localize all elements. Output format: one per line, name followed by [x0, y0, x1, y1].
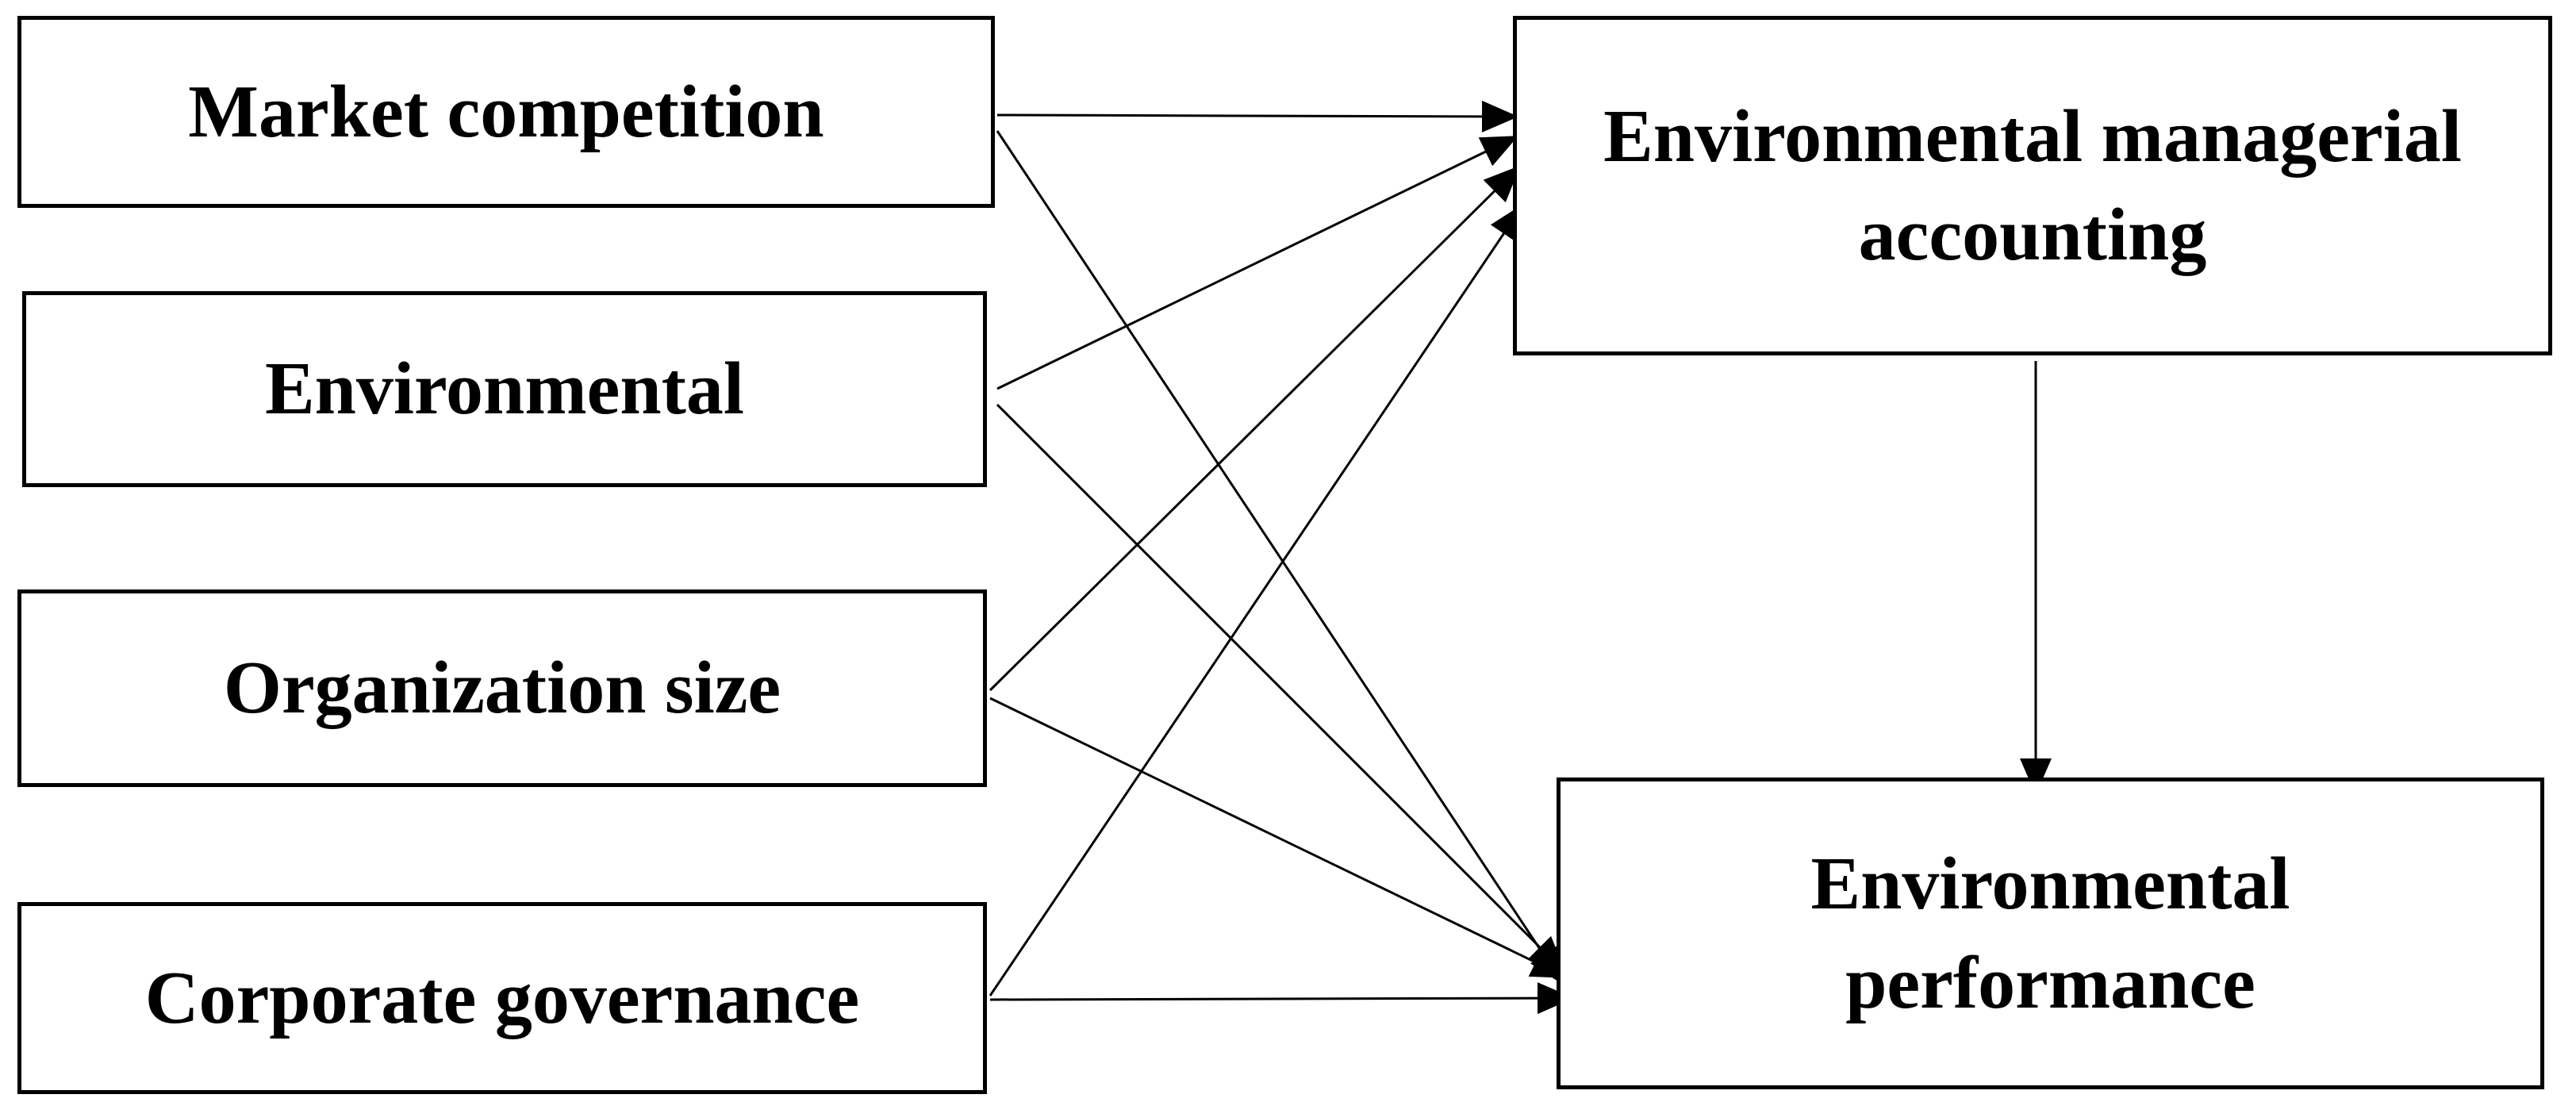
edge-org-to-ema — [989, 165, 1521, 692]
edge-env-to-ep — [996, 403, 1566, 973]
edge-corp-to-ep — [989, 982, 1574, 1015]
node-label: Organization size — [223, 647, 781, 730]
node-label-line-2: accounting — [1858, 194, 2207, 276]
edge-market-to-ep — [996, 130, 1564, 985]
node-label-line-2: performance — [1845, 941, 2255, 1024]
node-organization-size: Organization size — [17, 589, 987, 787]
node-environmental-managerial-accounting: Environmental managerial accounting — [1513, 16, 2552, 355]
node-label: Corporate governance — [144, 956, 860, 1039]
node-label: Market competition — [188, 70, 824, 153]
edge-corp-to-ema — [989, 203, 1525, 996]
edge-market-to-ema — [996, 100, 1518, 132]
node-market-competition: Market competition — [17, 16, 995, 208]
node-environmental-performance: Environmental performance — [1557, 778, 2544, 1089]
node-environmental: Environmental — [22, 291, 987, 487]
edge-env-to-ema — [996, 135, 1518, 390]
node-label: Environmental — [264, 347, 745, 431]
node-corporate-governance: Corporate governance — [17, 902, 987, 1094]
node-label-line-1: Environmental managerial — [1603, 94, 2462, 178]
edge-org-to-ep — [989, 697, 1568, 979]
node-label-line-1: Environmental — [1810, 843, 2290, 926]
